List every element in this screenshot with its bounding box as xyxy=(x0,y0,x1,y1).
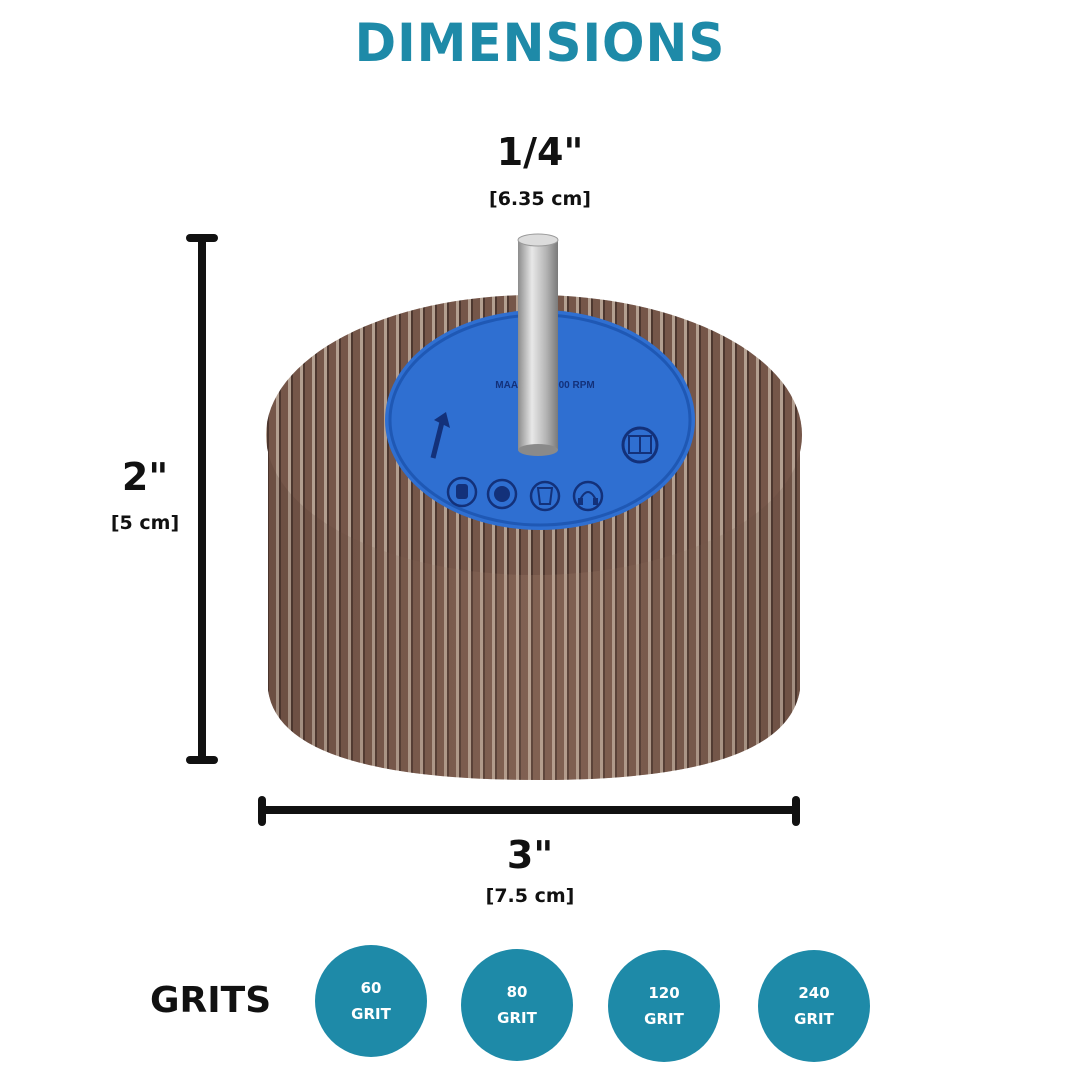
grit-badge-60: 60 GRIT xyxy=(315,945,427,1057)
grits-label: GRITS xyxy=(150,980,272,1021)
grit-value: 80 xyxy=(506,983,528,1001)
flap-wheel-image: 3" MAAX.S D:8000 RPM xyxy=(266,233,802,780)
width-dimension-cap-left xyxy=(258,796,266,826)
grit-unit: GRIT xyxy=(794,1010,834,1028)
width-dimension-line xyxy=(262,806,796,814)
height-dimension-cap-bottom xyxy=(186,756,218,764)
shank-dimension-metric: [6.35 cm] xyxy=(489,188,591,210)
height-dimension-cap-top xyxy=(186,234,218,242)
grit-unit: GRIT xyxy=(644,1010,684,1028)
safety-gloves-icon xyxy=(446,476,478,508)
width-dimension-imperial: 3" xyxy=(506,833,554,877)
height-dimension-imperial: 2" xyxy=(121,455,169,499)
safety-face-shield-icon xyxy=(529,480,561,512)
grit-badge-120: 120 GRIT xyxy=(608,950,720,1062)
height-dimension-line xyxy=(198,238,206,760)
grit-value: 240 xyxy=(798,984,830,1002)
rotation-arrow-icon xyxy=(430,412,450,459)
shank-dimension-imperial: 1/4" xyxy=(496,130,584,174)
width-dimension-metric: [7.5 cm] xyxy=(485,885,575,907)
shank xyxy=(517,233,559,456)
grit-value: 120 xyxy=(648,984,680,1002)
height-dimension-metric: [5 cm] xyxy=(110,512,180,534)
page-title: DIMENSIONS xyxy=(354,12,726,74)
safety-ear-protection-icon xyxy=(572,480,604,512)
grit-badge-80: 80 GRIT xyxy=(461,949,573,1061)
grit-unit: GRIT xyxy=(351,1005,391,1023)
grit-unit: GRIT xyxy=(497,1009,537,1027)
safety-helmet-icon xyxy=(486,478,518,510)
width-dimension-cap-right xyxy=(792,796,800,826)
grit-value: 60 xyxy=(360,979,382,997)
manual-book-icon xyxy=(621,426,659,464)
grit-badge-240: 240 GRIT xyxy=(758,950,870,1062)
